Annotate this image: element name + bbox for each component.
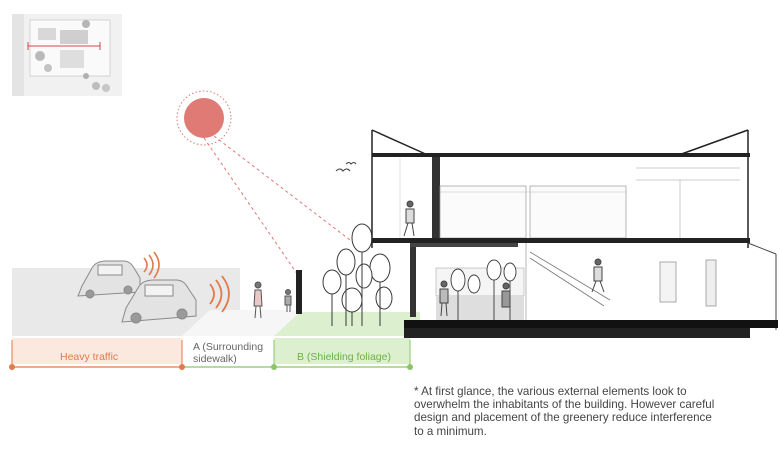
person-icon [403,200,605,317]
tree-icon [450,259,517,320]
dimension-marker [9,364,15,370]
key-plan-icon [12,14,122,96]
foliage-label: B (Shielding foliage) [297,351,391,363]
sidewalk-label: A (Surrounding sidewalk) [193,341,263,365]
tree-icon [322,223,393,326]
dimension-marker [407,364,413,370]
boundary-wall [296,270,302,314]
sidewalk-label-line2: sidewalk) [193,353,237,365]
sidewalk [182,310,300,336]
footnote-line: * At first glance, the various external … [414,385,687,398]
dimension-marker [179,364,185,370]
sun-ray-line [203,137,301,279]
heavy-traffic-label: Heavy traffic [60,351,119,363]
sun-ray-line [213,135,351,241]
traffic-zone-band [12,338,182,364]
footnote-line: design and placement of the greenery red… [414,411,712,425]
sidewalk-label-line1: A (Surrounding [193,341,264,353]
garden-ground [274,312,420,336]
person-icon [253,281,292,319]
car-icon [121,279,197,324]
footnote-line: overwhelm the inhabitants of the buildin… [414,398,715,412]
car-icon [77,260,141,299]
dimension-marker [271,364,277,370]
building-section [371,129,778,338]
sound-wave-icon [209,275,230,313]
footnote-line: to a minimum. [414,424,487,438]
bird-icon [335,161,357,172]
sound-wave-icon [143,251,160,279]
sun-icon [176,90,232,146]
foliage-zone-band [274,338,410,364]
footnote: * At first glance, the various external … [414,385,764,438]
